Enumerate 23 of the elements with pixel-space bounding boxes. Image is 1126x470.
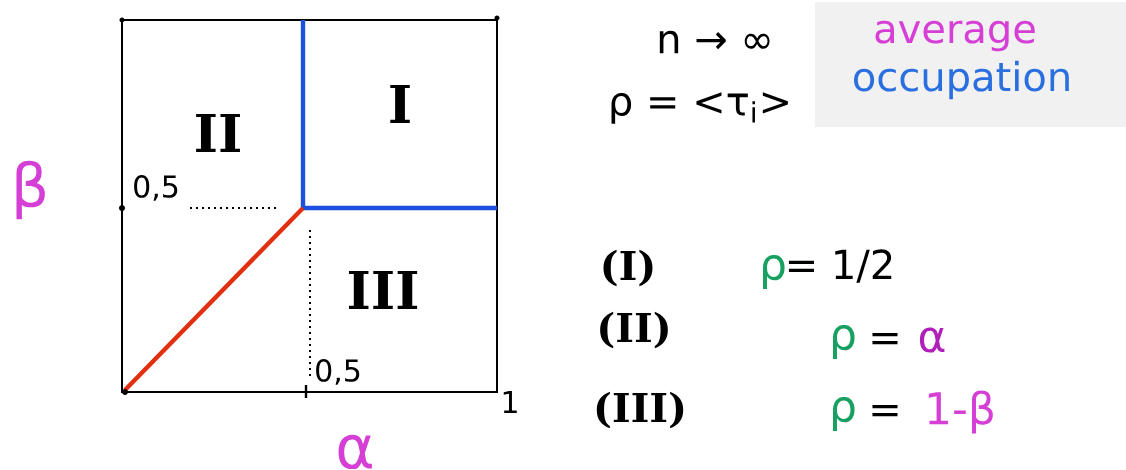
handwritten-label: 1 (503, 391, 517, 413)
handwritten-label: = (872, 404, 898, 417)
handwritten-label: average (875, 20, 1035, 52)
handwritten-label: 0,5 (134, 175, 178, 201)
handwritten-label: = (872, 332, 898, 345)
handwritten-label: ρ (833, 325, 855, 359)
handwritten-label: 0,5 (316, 359, 360, 385)
handwritten-label: 1-β (928, 390, 993, 434)
handwritten-label: α (338, 434, 372, 470)
handwritten-label: ρ (833, 397, 855, 431)
handwritten-label: occupation (854, 60, 1069, 100)
handwritten-label: (II) (600, 311, 668, 349)
handwritten-label: I (390, 85, 410, 123)
handwritten-label: III (348, 271, 418, 309)
handwritten-label: II (196, 114, 240, 152)
handwritten-label: ρ = <τ$_{i}$> (611, 92, 788, 124)
handwritten-label: = 1/2 (788, 249, 892, 283)
handwritten-label: n → ∞ (659, 30, 770, 54)
handwritten-label: ρ (763, 255, 785, 289)
handwritten-label: (I) (603, 249, 653, 287)
handwritten-label: (III) (596, 391, 684, 429)
handwritten-label: β (16, 160, 45, 220)
handwritten-label: α (919, 327, 945, 353)
